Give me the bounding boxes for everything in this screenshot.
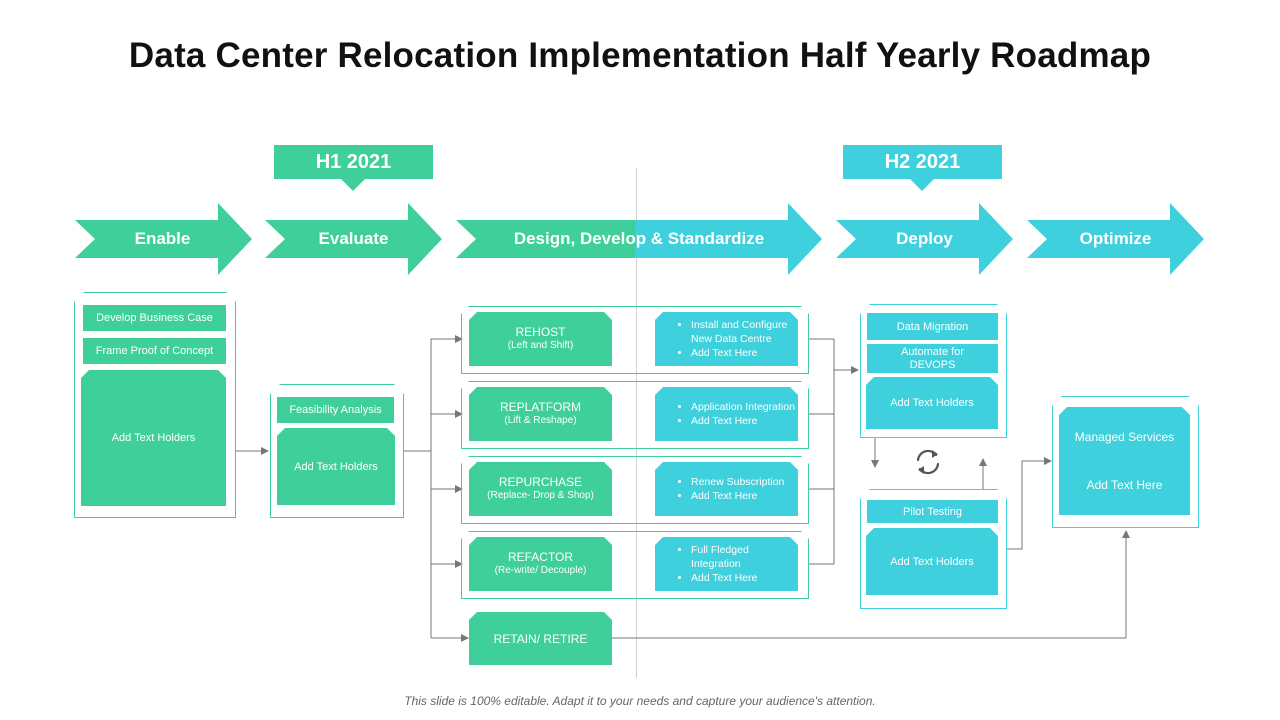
phase-arrow-enable [75, 203, 252, 275]
data-migration-box: Data Migration [867, 313, 998, 340]
h2-banner-pointer [910, 179, 934, 191]
strategy-repurchase-bullet-2: Add Text Here [691, 489, 784, 503]
strategy-repurchase-name: REPURCHASE [498, 475, 583, 489]
strategy-refactor-bullet-1: Full Fledged Integration [691, 543, 798, 571]
phase-arrow-evaluate [265, 203, 442, 275]
strategy-rehost-details: Install and Configure New Data Centre Ad… [655, 312, 798, 366]
h1-banner: H1 2021 [274, 145, 433, 191]
phase-label-design: Design, Develop & Standardize [513, 229, 765, 248]
strategy-refactor-box: REFACTOR (Re-write/ Decouple) [469, 537, 612, 591]
strategy-row-repurchase [461, 456, 809, 524]
optimize-text-here-label: Add Text Here [1086, 478, 1163, 492]
page-title: Data Center Relocation Implementation Ha… [128, 36, 1152, 75]
strategy-rehost-bullet-2: Add Text Here [691, 346, 798, 360]
phase-arrow-deploy [836, 203, 1013, 275]
evaluate-text-holder-box: Add Text Holders [277, 428, 395, 505]
automate-devops-box: Automate for DEVOPS [867, 344, 998, 373]
develop-business-case-box: Develop Business Case [83, 305, 226, 331]
phase-label-deploy: Deploy [896, 229, 953, 248]
phase-label-evaluate: Evaluate [318, 229, 389, 248]
deploy-text-holder-box: Add Text Holders [866, 377, 998, 429]
pilot-text-holder-box: Add Text Holders [866, 528, 998, 595]
strategy-refactor-details: Full Fledged Integration Add Text Here [655, 537, 798, 591]
strategy-row-replatform [461, 381, 809, 449]
pilot-testing-box: Pilot Testing [867, 500, 998, 523]
h1-banner-label: H1 2021 [274, 145, 433, 179]
strategy-repurchase-sub: (Replace- Drop & Shop) [487, 490, 594, 501]
strategy-row-rehost [461, 306, 809, 374]
strategy-replatform-sub: (Lift & Reshape) [504, 415, 577, 426]
phase-arrow-optimize [1027, 203, 1204, 275]
strategy-repurchase-bullet-1: Renew Subscription [691, 475, 784, 489]
h2-banner-label: H2 2021 [843, 145, 1002, 179]
strategy-replatform-bullet-2: Add Text Here [691, 414, 795, 428]
strategy-rehost-box: REHOST (Left and Shift) [469, 312, 612, 366]
half-divider [636, 168, 637, 678]
h1-banner-pointer [341, 179, 365, 191]
strategy-refactor-bullet-2: Add Text Here [691, 571, 798, 585]
strategy-rehost-sub: (Left and Shift) [507, 340, 574, 351]
refresh-cycle-icon [916, 449, 940, 475]
retain-retire-box: RETAIN/ RETIRE [469, 612, 612, 665]
strategy-row-refactor [461, 531, 809, 599]
strategy-replatform-details: Application Integration Add Text Here [655, 387, 798, 441]
enable-text-holder-box: Add Text Holders [81, 370, 226, 506]
managed-services-label: Managed Services [1074, 430, 1175, 444]
footer-note: This slide is 100% editable. Adapt it to… [404, 694, 876, 708]
strategy-refactor-name: REFACTOR [507, 550, 574, 564]
strategy-replatform-name: REPLATFORM [499, 400, 582, 414]
h2-banner: H2 2021 [843, 145, 1002, 191]
strategy-rehost-bullet-1: Install and Configure New Data Centre [691, 318, 798, 346]
strategy-refactor-sub: (Re-write/ Decouple) [494, 565, 587, 576]
strategy-repurchase-box: REPURCHASE (Replace- Drop & Shop) [469, 462, 612, 516]
strategy-rehost-name: REHOST [515, 325, 566, 339]
strategy-replatform-box: REPLATFORM (Lift & Reshape) [469, 387, 612, 441]
strategy-repurchase-details: Renew Subscription Add Text Here [655, 462, 798, 516]
phase-label-enable: Enable [134, 229, 191, 248]
frame-proof-of-concept-box: Frame Proof of Concept [83, 338, 226, 364]
strategy-replatform-bullet-1: Application Integration [691, 400, 795, 414]
managed-services-box: Managed Services Add Text Here [1059, 407, 1190, 515]
feasibility-analysis-box: Feasibility Analysis [277, 397, 394, 423]
phase-label-optimize: Optimize [1079, 229, 1152, 248]
phase-arrow-design [456, 203, 822, 275]
